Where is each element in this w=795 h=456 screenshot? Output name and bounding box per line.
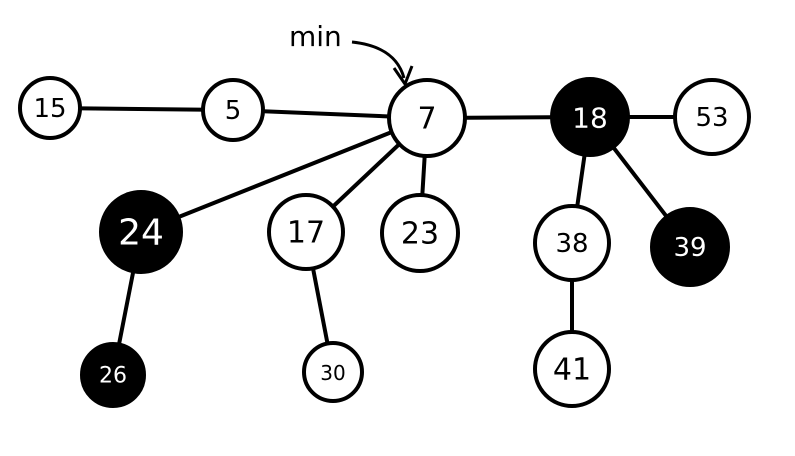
node-label-38: 38 — [555, 229, 588, 259]
edge-7-24 — [139, 116, 429, 234]
nodes-layer: 15 5 7 18 53 24 17 23 38 39 26 30 41 — [18, 76, 751, 408]
node-circle-18 — [550, 77, 630, 157]
node-label-26: 26 — [99, 364, 127, 389]
node-24: 24 — [99, 190, 183, 274]
min-arrow-head — [392, 65, 414, 86]
node-circle-39 — [650, 207, 730, 287]
node-circle-30 — [302, 341, 364, 403]
node-17: 17 — [267, 193, 345, 271]
node-5: 5 — [201, 78, 265, 142]
node-41: 41 — [533, 330, 611, 408]
node-26: 26 — [80, 342, 146, 408]
node-circle-23 — [380, 193, 460, 273]
min-arrow-curve — [351, 40, 406, 79]
node-30: 30 — [302, 341, 364, 403]
node-label-15: 15 — [33, 94, 66, 124]
node-53: 53 — [673, 78, 751, 156]
node-18: 18 — [550, 77, 630, 157]
min-label: min — [289, 20, 342, 53]
node-label-5: 5 — [225, 96, 242, 126]
node-15: 15 — [18, 76, 82, 140]
node-39: 39 — [650, 207, 730, 287]
node-7: 7 — [387, 78, 467, 158]
node-label-39: 39 — [673, 233, 706, 263]
node-circle-5 — [201, 78, 265, 142]
node-label-18: 18 — [572, 102, 608, 135]
node-label-24: 24 — [118, 213, 164, 254]
node-circle-24 — [99, 190, 183, 274]
node-circle-15 — [18, 76, 82, 140]
node-circle-53 — [673, 78, 751, 156]
node-label-17: 17 — [287, 216, 325, 251]
node-circle-38 — [533, 204, 611, 282]
node-label-53: 53 — [695, 103, 728, 133]
node-38: 38 — [533, 204, 611, 282]
node-circle-26 — [80, 342, 146, 408]
node-circle-7 — [387, 78, 467, 158]
node-circle-17 — [267, 193, 345, 271]
node-label-30: 30 — [320, 361, 345, 385]
node-label-41: 41 — [553, 353, 591, 388]
node-23: 23 — [380, 193, 460, 273]
node-circle-41 — [533, 330, 611, 408]
min-pointer: min — [289, 20, 414, 86]
node-label-7: 7 — [417, 102, 436, 137]
node-label-23: 23 — [401, 217, 439, 252]
